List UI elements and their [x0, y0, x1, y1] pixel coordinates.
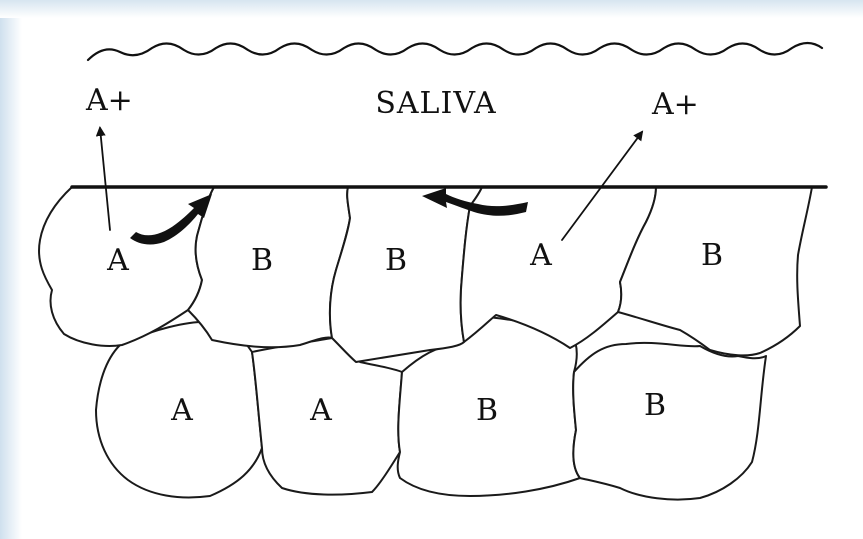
cell-label-top-3: B [385, 243, 407, 278]
cell-bottom-4 [573, 343, 766, 500]
cell-label-top-2: B [251, 243, 273, 278]
cell-label-bottom-1: A [170, 393, 193, 428]
cell-label-bottom-2: A [309, 393, 332, 428]
cell-label-top-1: A [106, 243, 129, 278]
cell-label-top-5: B [701, 238, 723, 273]
cell-label-bottom-3: B [476, 393, 498, 428]
ion-label-right: A+ [651, 87, 699, 122]
saliva-label: SALIVA [375, 86, 496, 121]
cell-label-bottom-4: B [644, 388, 666, 423]
saliva-surface-wavy-line [88, 43, 822, 60]
cell-label-top-4: A [529, 238, 552, 273]
ion-label-left: A+ [85, 83, 133, 118]
